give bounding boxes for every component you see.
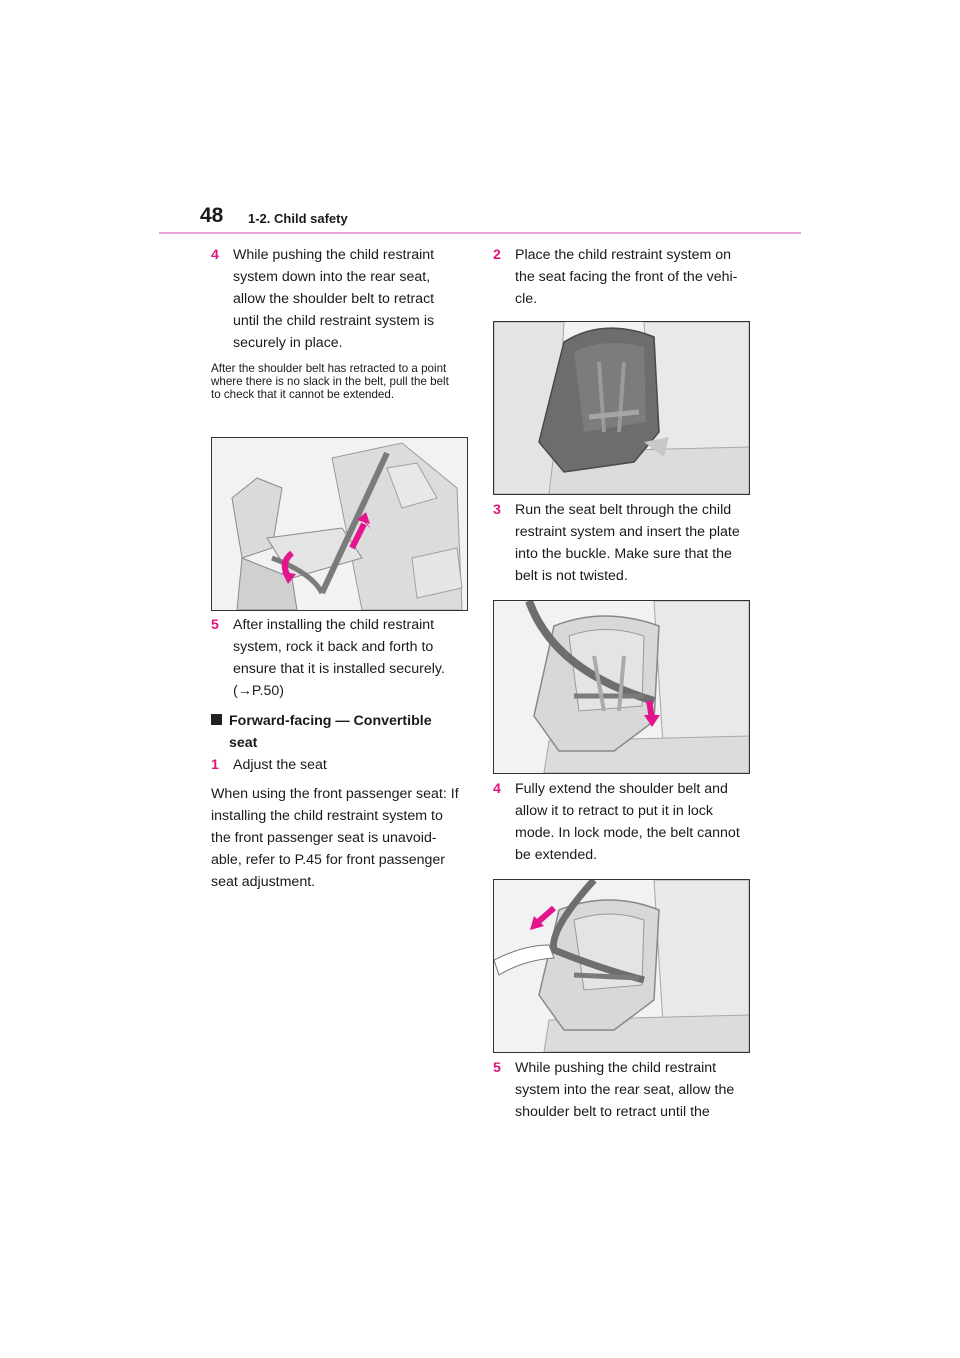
figure-extend-shoulder-belt bbox=[493, 879, 750, 1053]
figure-belt-through-restraint bbox=[493, 600, 750, 774]
info-note: After the shoulder belt has retracted to… bbox=[211, 362, 449, 401]
step-text: While pushing the child restraint system… bbox=[515, 1060, 735, 1120]
left-step-5: 5 After installing the child restraint s… bbox=[211, 614, 461, 702]
square-bullet-icon bbox=[211, 714, 222, 725]
step-number: 4 bbox=[493, 781, 501, 797]
left-step-4: 4 While pushing the child restraint syst… bbox=[211, 244, 461, 354]
subheading-forward-facing: Forward-facing — Convertible seat bbox=[211, 710, 461, 754]
subheading-line2: seat bbox=[229, 735, 258, 751]
step-text: While pushing the child restraint system… bbox=[233, 247, 435, 351]
seat-illustration bbox=[494, 601, 749, 773]
figure-seat-facing-front bbox=[493, 321, 750, 495]
seat-illustration bbox=[494, 880, 749, 1052]
step-text: Run the seat belt through the child rest… bbox=[515, 502, 740, 584]
right-step-2: 2 Place the child restraint system on th… bbox=[493, 244, 747, 310]
subheading-line1: Forward-facing — Convertible bbox=[229, 713, 432, 729]
step-text: After installing the child restraint sys… bbox=[233, 617, 445, 699]
page-number: 48 bbox=[200, 204, 224, 227]
figure-rear-seat-belt-retract bbox=[211, 437, 468, 611]
step-text: Place the child restraint system on the … bbox=[515, 247, 738, 307]
step-text: Adjust the seat bbox=[233, 757, 327, 773]
section-title: 1-2. Child safety bbox=[248, 211, 348, 226]
right-step-3: 3 Run the seat belt through the child re… bbox=[493, 499, 747, 587]
seat-illustration bbox=[212, 438, 467, 610]
step-number: 2 bbox=[493, 247, 501, 263]
step-number: 3 bbox=[493, 502, 501, 518]
step-text: Fully extend the shoulder belt and allow… bbox=[515, 781, 740, 863]
left-step-1: 1 Adjust the seat bbox=[211, 754, 461, 776]
seat-illustration bbox=[494, 322, 749, 494]
front-seat-paragraph: When using the front passenger seat: If … bbox=[211, 786, 459, 890]
header-rule bbox=[159, 232, 801, 234]
step-number: 4 bbox=[211, 247, 219, 263]
right-step-5: 5 While pushing the child restraint syst… bbox=[493, 1057, 747, 1123]
right-step-4: 4 Fully extend the shoulder belt and all… bbox=[493, 778, 747, 866]
step-number: 1 bbox=[211, 757, 219, 773]
step-number: 5 bbox=[211, 617, 219, 633]
step-number: 5 bbox=[493, 1060, 501, 1076]
